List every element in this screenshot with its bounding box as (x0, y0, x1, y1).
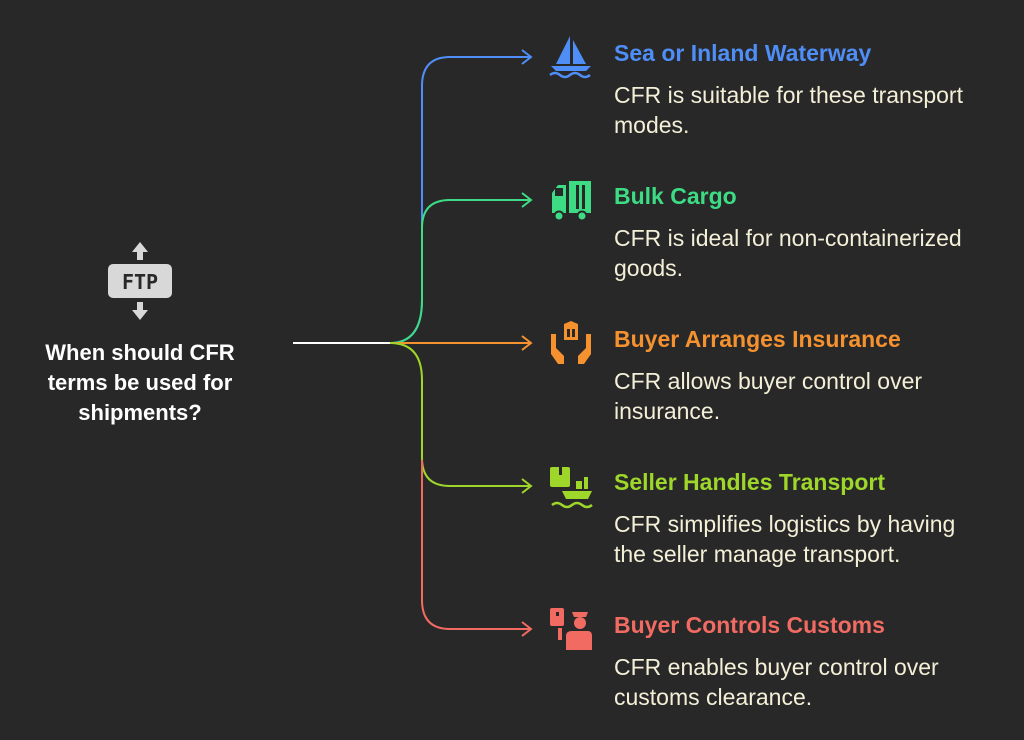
branch-title: Seller Handles Transport (614, 469, 885, 495)
branch-description: CFR simplifies logistics by having the s… (614, 511, 956, 567)
root-title: When should CFR terms be used for shipme… (45, 340, 235, 425)
branch-title: Buyer Arranges Insurance (614, 326, 901, 352)
truck-icon (552, 181, 591, 222)
arrowhead-blue (521, 49, 533, 65)
arrowhead-orange (521, 335, 533, 351)
branch-description: CFR enables buyer control over customs c… (614, 654, 939, 710)
arrowhead-lime (521, 478, 533, 494)
customs-officer-icon (550, 608, 592, 650)
connector-lime (389, 342, 530, 487)
arrowhead-green (521, 192, 533, 208)
svg-text:FTP: FTP (122, 270, 158, 294)
branch-title: Bulk Cargo (614, 183, 737, 209)
branch-title: Buyer Controls Customs (614, 612, 885, 638)
connector-red (421, 460, 530, 630)
branch-description: CFR is ideal for non-containerized goods… (614, 225, 962, 281)
insurance-hands-icon (551, 321, 591, 364)
connector-green (389, 199, 530, 344)
branch-description: CFR is suitable for these transport mode… (614, 82, 963, 138)
root-node: FTP When should CFR terms be used for sh… (20, 240, 260, 428)
branch-title: Sea or Inland Waterway (614, 40, 872, 66)
branch-description: CFR allows buyer control over insurance. (614, 368, 923, 424)
ftp-transfer-icon: FTP (108, 242, 172, 320)
cargo-ship-icon (550, 467, 593, 509)
sailboat-icon (549, 36, 591, 79)
arrowhead-red (521, 621, 533, 637)
